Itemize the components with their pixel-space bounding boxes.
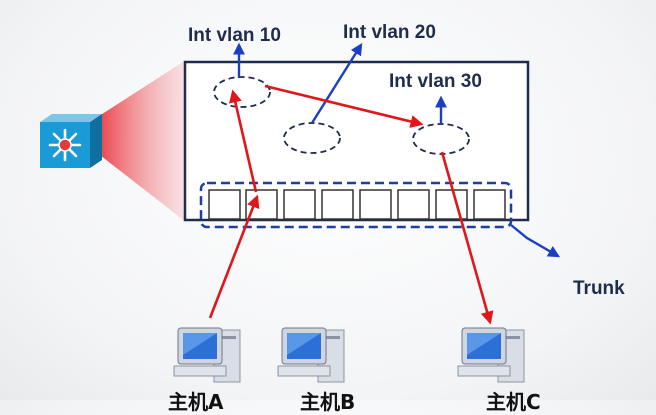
diagram-canvas bbox=[40, 42, 561, 383]
vlan10-to-vlan30-arrow bbox=[264, 84, 424, 128]
vlan10-svi bbox=[213, 76, 271, 108]
port bbox=[283, 189, 316, 220]
host-b-label: 主机B bbox=[300, 390, 356, 414]
port bbox=[397, 189, 430, 220]
port bbox=[321, 189, 354, 220]
port bbox=[359, 189, 392, 220]
computer-icon bbox=[457, 327, 525, 383]
zoom-beam bbox=[96, 60, 186, 222]
port-group-outline bbox=[199, 181, 513, 229]
port-to-vlan10-arrow bbox=[228, 89, 258, 193]
switch-icon bbox=[40, 114, 102, 168]
host-a-label: 主机A bbox=[168, 390, 224, 414]
vlan30-to-hostC-arrow bbox=[440, 151, 494, 325]
vlan30-label: Int vlan 30 bbox=[389, 71, 482, 92]
vlan10-label: Int vlan 10 bbox=[188, 25, 281, 46]
vlan20-label: Int vlan 20 bbox=[343, 22, 436, 43]
hostA-to-port-arrow bbox=[208, 194, 260, 319]
host-c-label: 主机C bbox=[486, 390, 541, 414]
trunk-label: Trunk bbox=[573, 278, 625, 299]
port bbox=[435, 189, 468, 220]
computer-icon bbox=[173, 327, 241, 383]
trunk-arrow bbox=[510, 224, 561, 258]
switch-box bbox=[183, 60, 530, 222]
computer-icon bbox=[277, 327, 345, 383]
vlan20-up-arrow bbox=[310, 42, 363, 124]
port bbox=[208, 189, 241, 220]
port bbox=[473, 189, 506, 220]
